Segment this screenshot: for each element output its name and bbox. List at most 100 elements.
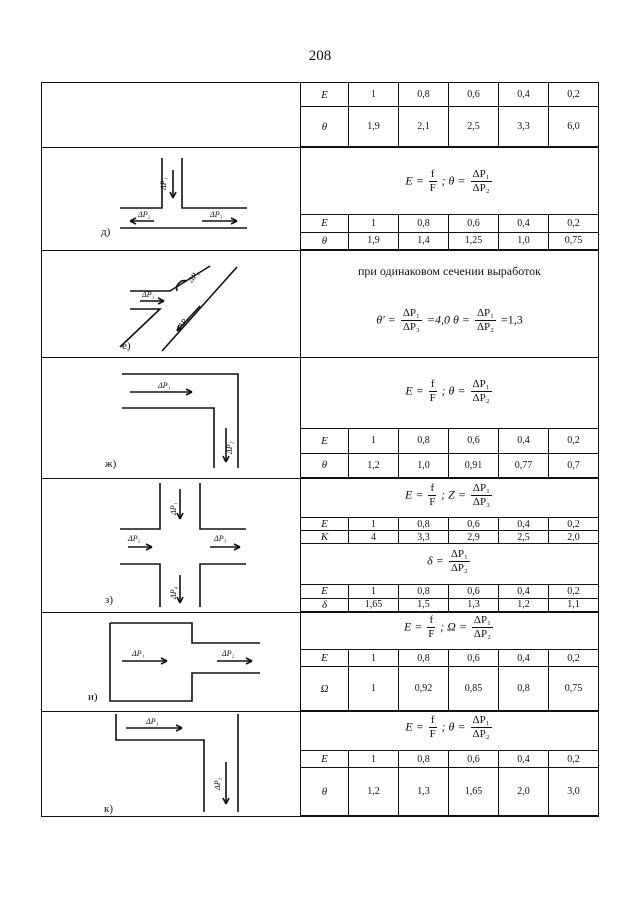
formula-part: ΔP₁ [470, 482, 492, 496]
formula-part: F [429, 728, 436, 740]
value-cell: 0,2 [548, 82, 599, 107]
row-header-cell: δ [300, 597, 349, 612]
row-label: е) [122, 340, 131, 352]
formula-part: ΔP₁ [470, 168, 492, 182]
formula-part: f [428, 714, 437, 728]
formula-part: ΔP₁ [474, 307, 496, 321]
formula-part: ΔP₁ [400, 307, 422, 321]
formula-part: F [429, 392, 436, 404]
value-cell: 1 [348, 584, 399, 599]
value-cell: 0,6 [448, 649, 499, 667]
formula-part: θ' = [376, 312, 396, 327]
value-cell: 0,2 [548, 214, 599, 233]
value-cell: 0,6 [448, 584, 499, 599]
row-header-cell: E [300, 82, 349, 107]
formula-part: ΔP₂ [472, 728, 490, 740]
row-header-cell: θ [300, 231, 349, 250]
value-cell: 1 [348, 517, 399, 531]
value-cell: 1 [348, 666, 399, 711]
dp-label: ΔP₁ [141, 290, 155, 299]
value-cell: 0,6 [448, 214, 499, 233]
value-cell: 0,77 [498, 452, 549, 478]
page-number: 208 [308, 48, 332, 64]
dp-label: ΔP₃ [209, 210, 223, 219]
row-header-cell: E [300, 649, 349, 667]
value-cell: 2,0 [498, 767, 549, 816]
value-cell: 3,3 [398, 530, 449, 544]
row-divider [41, 612, 599, 613]
dp-label: ΔP₁ [145, 717, 159, 726]
formula-part: ΔP₁ [470, 378, 492, 392]
value-cell: 1 [348, 214, 399, 233]
formula-part: =4,0 θ = [426, 312, 470, 327]
value-cell: 0,2 [548, 428, 599, 454]
dp-label: ΔP₂ [225, 441, 234, 455]
value-cell: 0,4 [498, 750, 549, 768]
formula-part: E = [405, 719, 424, 734]
diagram-d: ΔP₁ ΔP₂ ΔP₃ [42, 148, 300, 250]
value-cell: 0,6 [448, 428, 499, 454]
formula-part: ΔP₁ [471, 614, 493, 628]
formula-part: ΔP₂ [472, 392, 490, 404]
dp-label: ΔP₂ [213, 777, 222, 791]
value-cell: 0,91 [448, 452, 499, 478]
formula-part: ΔP₂ [476, 321, 494, 333]
formula-part: E = [405, 173, 424, 188]
dp-label: ΔP₁ [157, 381, 171, 390]
row-header-cell: E [300, 517, 349, 531]
value-cell: 1 [348, 428, 399, 454]
diagram-e: ΔP₁ ΔP₂ ΔP₃ [42, 251, 300, 357]
value-cell: 1,0 [498, 231, 549, 250]
diagram-k: ΔP₁ ΔP₂ [42, 712, 300, 816]
value-cell: 0,2 [548, 584, 599, 599]
row-header-cell: E [300, 428, 349, 454]
value-cell: 4 [348, 530, 399, 544]
formula-part: δ = [427, 553, 444, 568]
formula-part: f [428, 378, 437, 392]
value-cell: 0,8 [398, 584, 449, 599]
formula-part: f [428, 168, 437, 182]
row-header-cell: E [300, 214, 349, 233]
formula-part: ; θ = [441, 719, 466, 734]
formula-part: E = [404, 619, 423, 634]
dp-label: ΔP₂ [186, 269, 201, 285]
row-label: к) [104, 803, 114, 815]
value-cell: 1,3 [448, 597, 499, 612]
value-cell: 0,2 [548, 517, 599, 531]
value-cell: 0,4 [498, 649, 549, 667]
formula-part: F [429, 496, 436, 508]
note-text: при одинаковом сечении выработок [358, 264, 541, 278]
dp-label: ΔP₁ [159, 177, 168, 191]
value-cell: 1 [348, 750, 399, 768]
row-label: з) [105, 594, 114, 606]
value-cell: 1 [348, 82, 399, 107]
value-cell: 0,6 [448, 82, 499, 107]
value-cell: 0,2 [548, 649, 599, 667]
value-cell: 1,1 [548, 597, 599, 612]
diagram-z: ΔP₁ ΔP₂ ΔP₃ ΔP₄ [42, 479, 300, 612]
formula-part: ΔP₂ [472, 182, 490, 194]
formula-part: ΔP₃ [402, 321, 420, 333]
value-cell: 0,92 [398, 666, 449, 711]
value-cell: 1,3 [398, 767, 449, 816]
value-cell: 0,75 [548, 231, 599, 250]
diagram-zh: ΔP₁ ΔP₂ [42, 358, 300, 478]
value-cell: 2,0 [548, 530, 599, 544]
value-cell: 2,5 [448, 106, 499, 147]
value-cell: 0,6 [448, 750, 499, 768]
